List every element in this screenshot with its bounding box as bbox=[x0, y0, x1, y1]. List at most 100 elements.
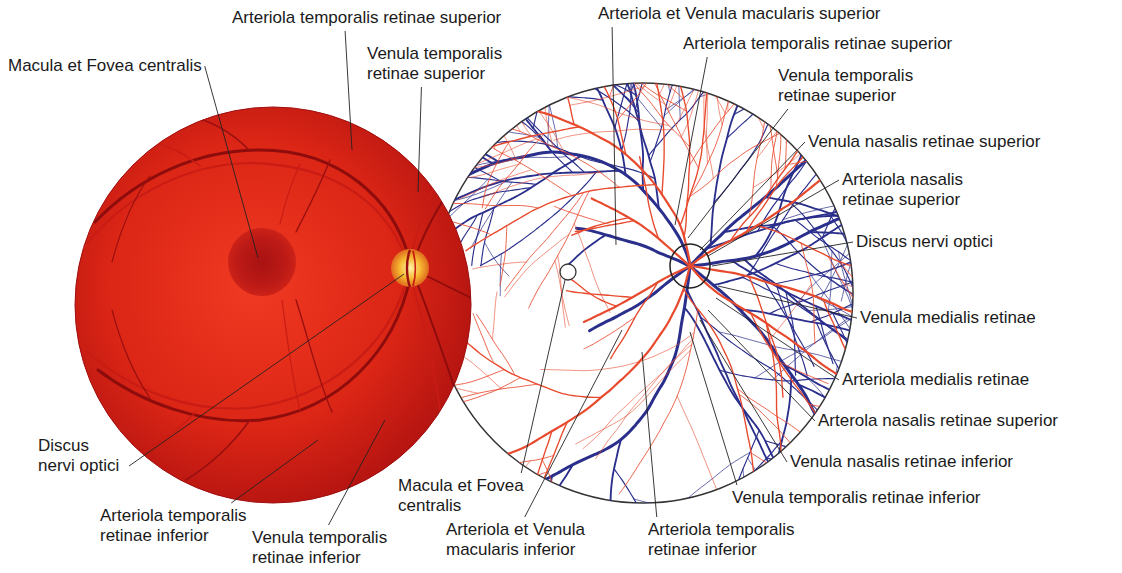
vessel-branch bbox=[570, 279, 616, 306]
vessel-branch bbox=[554, 206, 605, 223]
vein bbox=[112, 310, 150, 398]
vessel-branch bbox=[846, 234, 850, 238]
macula-outline bbox=[560, 264, 576, 280]
vessel-branch bbox=[634, 499, 669, 506]
vessel-branch bbox=[749, 117, 765, 218]
vessel-branch bbox=[632, 77, 643, 190]
vessel-branch bbox=[493, 292, 497, 340]
vessel-branch bbox=[610, 440, 621, 505]
vessel-branch bbox=[505, 193, 584, 291]
vessel-branch bbox=[773, 258, 859, 284]
vessel-branch bbox=[590, 266, 690, 331]
vessel-branch bbox=[751, 453, 771, 466]
vessel-branch bbox=[636, 79, 686, 111]
vessel-branch bbox=[547, 99, 549, 147]
vessel-branch bbox=[713, 220, 847, 285]
vessel-branch bbox=[500, 226, 507, 285]
vessel-branch bbox=[609, 80, 615, 97]
vessel-branch bbox=[690, 177, 825, 266]
vessel-branch bbox=[660, 77, 668, 93]
vessel-branch bbox=[533, 105, 538, 128]
vein bbox=[95, 150, 410, 262]
vessel-label: Venula medialis retinae bbox=[860, 308, 1036, 328]
vessel-branch bbox=[583, 338, 693, 448]
vessel-branch bbox=[615, 76, 629, 128]
vessel-branch bbox=[513, 455, 554, 463]
vessel-branch bbox=[568, 235, 605, 265]
leader-line bbox=[525, 330, 622, 517]
vessel-branch bbox=[746, 151, 808, 232]
vessel-label: Discus nervi optici bbox=[38, 436, 126, 476]
vessel-branch bbox=[776, 127, 781, 187]
leader-line bbox=[129, 274, 404, 466]
vessel-branch bbox=[500, 254, 501, 296]
vessel-branch bbox=[679, 78, 681, 120]
vessel-branch bbox=[757, 226, 856, 267]
vessel-label: Arteriola et Venula macularis inferior bbox=[446, 520, 621, 560]
vessel-branch bbox=[565, 90, 574, 125]
vessel-branch bbox=[684, 289, 755, 477]
vessel-branch bbox=[775, 263, 857, 282]
vessel-branch bbox=[828, 256, 859, 307]
vessel-branch bbox=[655, 75, 664, 194]
vessel-branch bbox=[687, 290, 771, 469]
vessel-branch bbox=[706, 89, 713, 178]
vessel-branch bbox=[542, 422, 567, 483]
vessel-branch bbox=[779, 361, 828, 383]
vessel-branch bbox=[566, 291, 632, 298]
vessel-branch bbox=[455, 384, 537, 399]
vessel-branch bbox=[724, 210, 842, 232]
optic-disc-outline bbox=[670, 244, 710, 288]
vessel-label: Arteriola et Venula macularis superior bbox=[598, 4, 881, 24]
vein bbox=[98, 278, 410, 421]
vessel-branch bbox=[596, 344, 692, 458]
vein bbox=[112, 176, 150, 262]
vessel-branch bbox=[710, 87, 725, 113]
macula-spot bbox=[228, 228, 296, 296]
vessel-branch bbox=[524, 114, 585, 172]
artery bbox=[410, 160, 446, 258]
vessel-branch bbox=[611, 282, 658, 358]
vessel-branch bbox=[614, 469, 640, 509]
vessel-branch bbox=[592, 198, 690, 266]
vessel-branch bbox=[480, 172, 596, 266]
vessel-branch bbox=[484, 242, 509, 276]
leader-line bbox=[345, 31, 352, 150]
artery bbox=[140, 140, 200, 166]
vessel-branch bbox=[572, 218, 629, 236]
artery bbox=[280, 164, 300, 224]
leader-line bbox=[418, 87, 421, 192]
leader-line bbox=[521, 280, 565, 473]
vessel-branch bbox=[841, 255, 853, 301]
leader-line bbox=[690, 332, 737, 485]
vessel-branch bbox=[748, 458, 762, 478]
leader-line bbox=[675, 57, 707, 225]
vessel-branch bbox=[485, 133, 544, 209]
vessel-branch bbox=[836, 208, 840, 212]
vessel-label: Venula temporalis retinae inferior bbox=[732, 488, 981, 508]
vessel-branch bbox=[542, 460, 555, 493]
vessel-label: Venula nasalis retinae inferior bbox=[790, 452, 1013, 472]
vessel-branch bbox=[458, 177, 536, 184]
vessel-label: Arteriola temporalis retinae inferior bbox=[648, 520, 823, 560]
vessel-branch bbox=[609, 77, 610, 83]
fundus-disc bbox=[75, 107, 471, 503]
vein bbox=[296, 300, 332, 412]
leader-line bbox=[329, 420, 386, 525]
vessel-branch bbox=[789, 201, 853, 287]
vessel-label: Venula nasalis retinae superior bbox=[808, 132, 1040, 152]
artery bbox=[88, 282, 406, 409]
vessel-branch bbox=[690, 266, 857, 314]
vessel-branch bbox=[777, 285, 808, 376]
vessel-branch bbox=[851, 274, 860, 282]
vessel-branch bbox=[785, 133, 787, 169]
vessel-branch bbox=[786, 134, 789, 139]
vessel-branch bbox=[754, 108, 755, 114]
leader-line bbox=[708, 310, 815, 421]
vessel-label: Discus nervi optici bbox=[856, 232, 993, 252]
vessel-branch bbox=[584, 266, 690, 322]
vessel-label: Arteriola temporalis retinae superior bbox=[232, 8, 501, 28]
vessel-branch bbox=[737, 389, 806, 437]
